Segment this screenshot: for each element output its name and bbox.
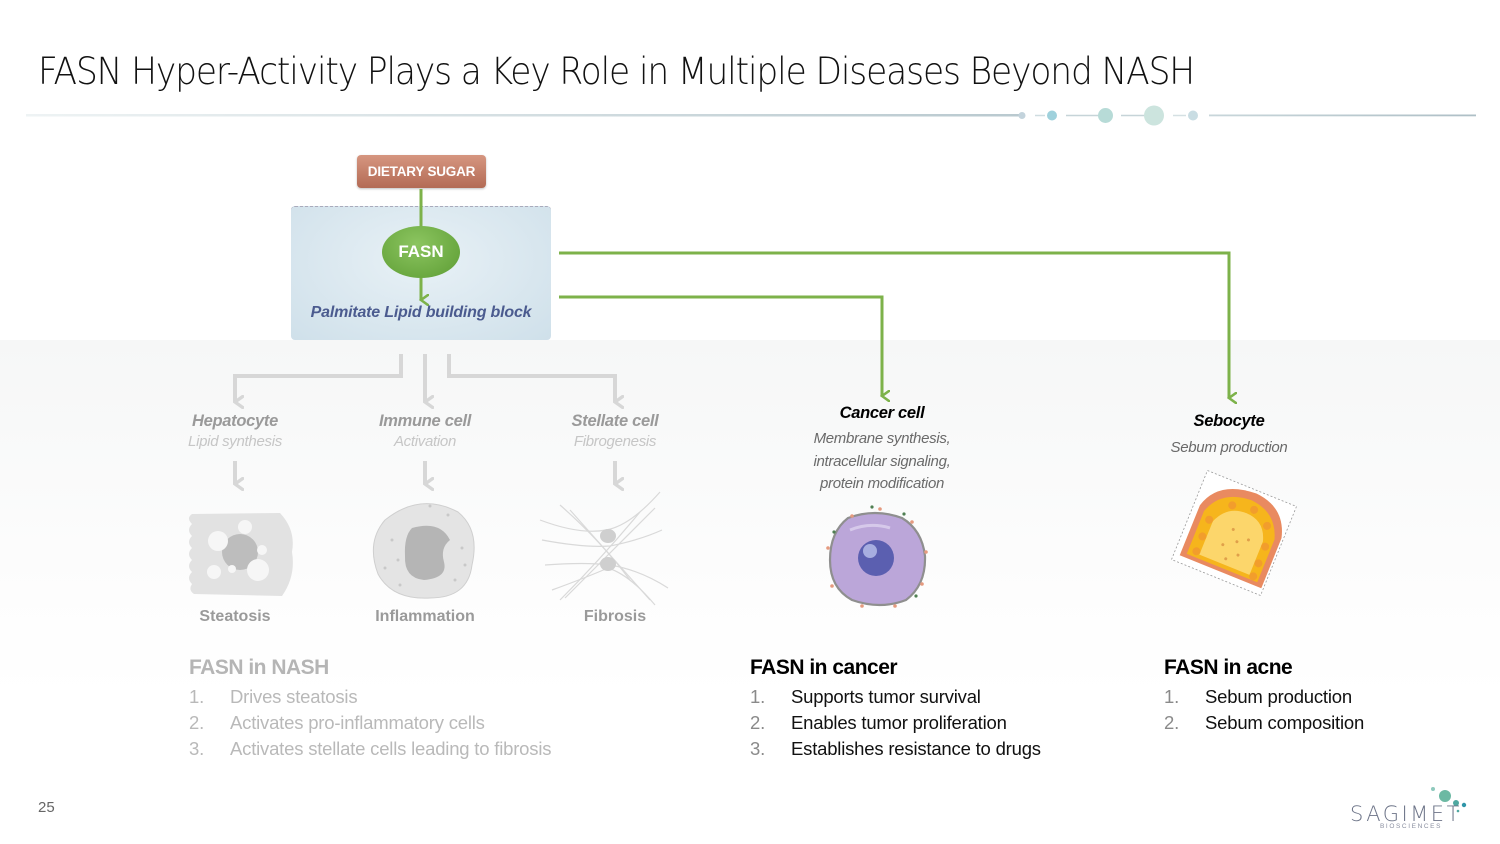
list-title: FASN in NASH (189, 656, 329, 679)
list-number: 1. (1164, 686, 1180, 707)
arrow-to-cancer-cell (559, 295, 882, 396)
list-number: 1. (750, 686, 766, 707)
list-item: 1. Sebum production (1164, 684, 1364, 710)
list-text: Activates stellate cells leading to fibr… (230, 738, 552, 759)
list-number: 3. (750, 738, 766, 759)
fasn-in-acne-list: FASN in acne 1. Sebum production 2. Sebum … (1164, 656, 1364, 736)
header-dot (1098, 108, 1113, 123)
immune-cell-icon (372, 503, 475, 599)
fibrosis-label: Fibrosis (583, 608, 647, 625)
list-number: 3. (189, 738, 205, 759)
stellate-cell-label: Stellate cell (571, 412, 659, 430)
fasn-in-nash-list: FASN in NASH 1. Drives steatosis 2. Activa… (189, 656, 551, 762)
logo-wordmark: SAGIMET (1350, 802, 1462, 826)
list-text: Supports tumor survival (791, 686, 981, 707)
list-number: 1. (189, 686, 205, 707)
page-number: 25 (38, 799, 55, 816)
list-title: FASN in acne (1164, 656, 1293, 679)
list-text: Sebum composition (1205, 712, 1365, 733)
sebocyte-label: Sebocyte (1193, 412, 1265, 430)
cancer-process-line: intracellular signaling, (813, 452, 951, 470)
stellate-cell-icon (539, 491, 669, 606)
sebaceous-gland-icon (1170, 469, 1298, 597)
cancer-cell-process: Membrane synthesis, intracellular signal… (780, 428, 984, 496)
header-rule-left (26, 114, 1020, 117)
hepatocyte-icon (189, 513, 293, 596)
list-item: 2. Sebum composition (1164, 710, 1364, 736)
list-text: Sebum production (1205, 686, 1352, 707)
sagimet-logo: SAGIMET BIOSCIENCES (1348, 786, 1478, 834)
cancer-process-line: protein modification (819, 475, 945, 492)
inflammation-label: Inflammation (375, 608, 475, 625)
header-dot (1188, 110, 1198, 121)
hepatocyte-process: Lipid synthesis (188, 433, 282, 450)
list-text: Establishes resistance to drugs (791, 738, 1041, 759)
list-number: 2. (1164, 712, 1180, 733)
arrow-to-hepatocyte (235, 354, 403, 402)
logo-subtitle: BIOSCIENCES (1380, 823, 1443, 830)
list-item: 2. Enables tumor proliferation (750, 710, 1041, 736)
header-dot (1018, 112, 1026, 119)
immune-cell-label: Immune cell (378, 412, 472, 430)
header-dot (1144, 105, 1164, 126)
list-item: 1. Supports tumor survival (750, 684, 1041, 710)
header-rule-right (1209, 114, 1476, 117)
header-divider (26, 105, 1476, 126)
arrow-to-stellate-cell (447, 354, 615, 402)
list-text: Drives steatosis (230, 686, 358, 707)
dietary-sugar-box: DIETARY SUGAR (357, 155, 486, 188)
cancer-process-line: Membrane synthesis, (813, 430, 951, 447)
cancer-cell-icon (826, 505, 928, 608)
immune-cell-process: Activation (393, 433, 457, 450)
slide-title: FASN Hyper-Activity Plays a Key Role in … (38, 50, 1195, 93)
list-text: Activates pro-inflammatory cells (230, 712, 485, 733)
sebocyte-process: Sebum production (1170, 439, 1288, 456)
list-title: FASN in cancer (750, 656, 898, 679)
list-text: Enables tumor proliferation (791, 712, 1007, 733)
cancer-cell-label: Cancer cell (839, 404, 925, 422)
logo-dots-icon (1431, 787, 1467, 813)
list-item: 2. Activates pro-inflammatory cells (189, 710, 551, 736)
list-item: 3. Establishes resistance to drugs (750, 736, 1041, 762)
steatosis-label: Steatosis (199, 608, 271, 625)
list-number: 2. (189, 712, 205, 733)
hepatocyte-label: Hepatocyte (192, 412, 278, 430)
fasn-in-cancer-list: FASN in cancer 1. Supports tumor survival… (750, 656, 1041, 762)
fasn-enzyme-node: FASN (382, 226, 460, 278)
list-item: 3. Activates stellate cells leading to fi… (189, 736, 551, 762)
list-number: 2. (750, 712, 766, 733)
header-dot (1047, 110, 1057, 121)
palmitate-label: Palmitate Lipid building block (310, 304, 532, 321)
arrow-to-sebocyte (559, 251, 1229, 398)
list-item: 1. Drives steatosis (189, 684, 551, 710)
stellate-cell-process: Fibrogenesis (573, 433, 657, 450)
